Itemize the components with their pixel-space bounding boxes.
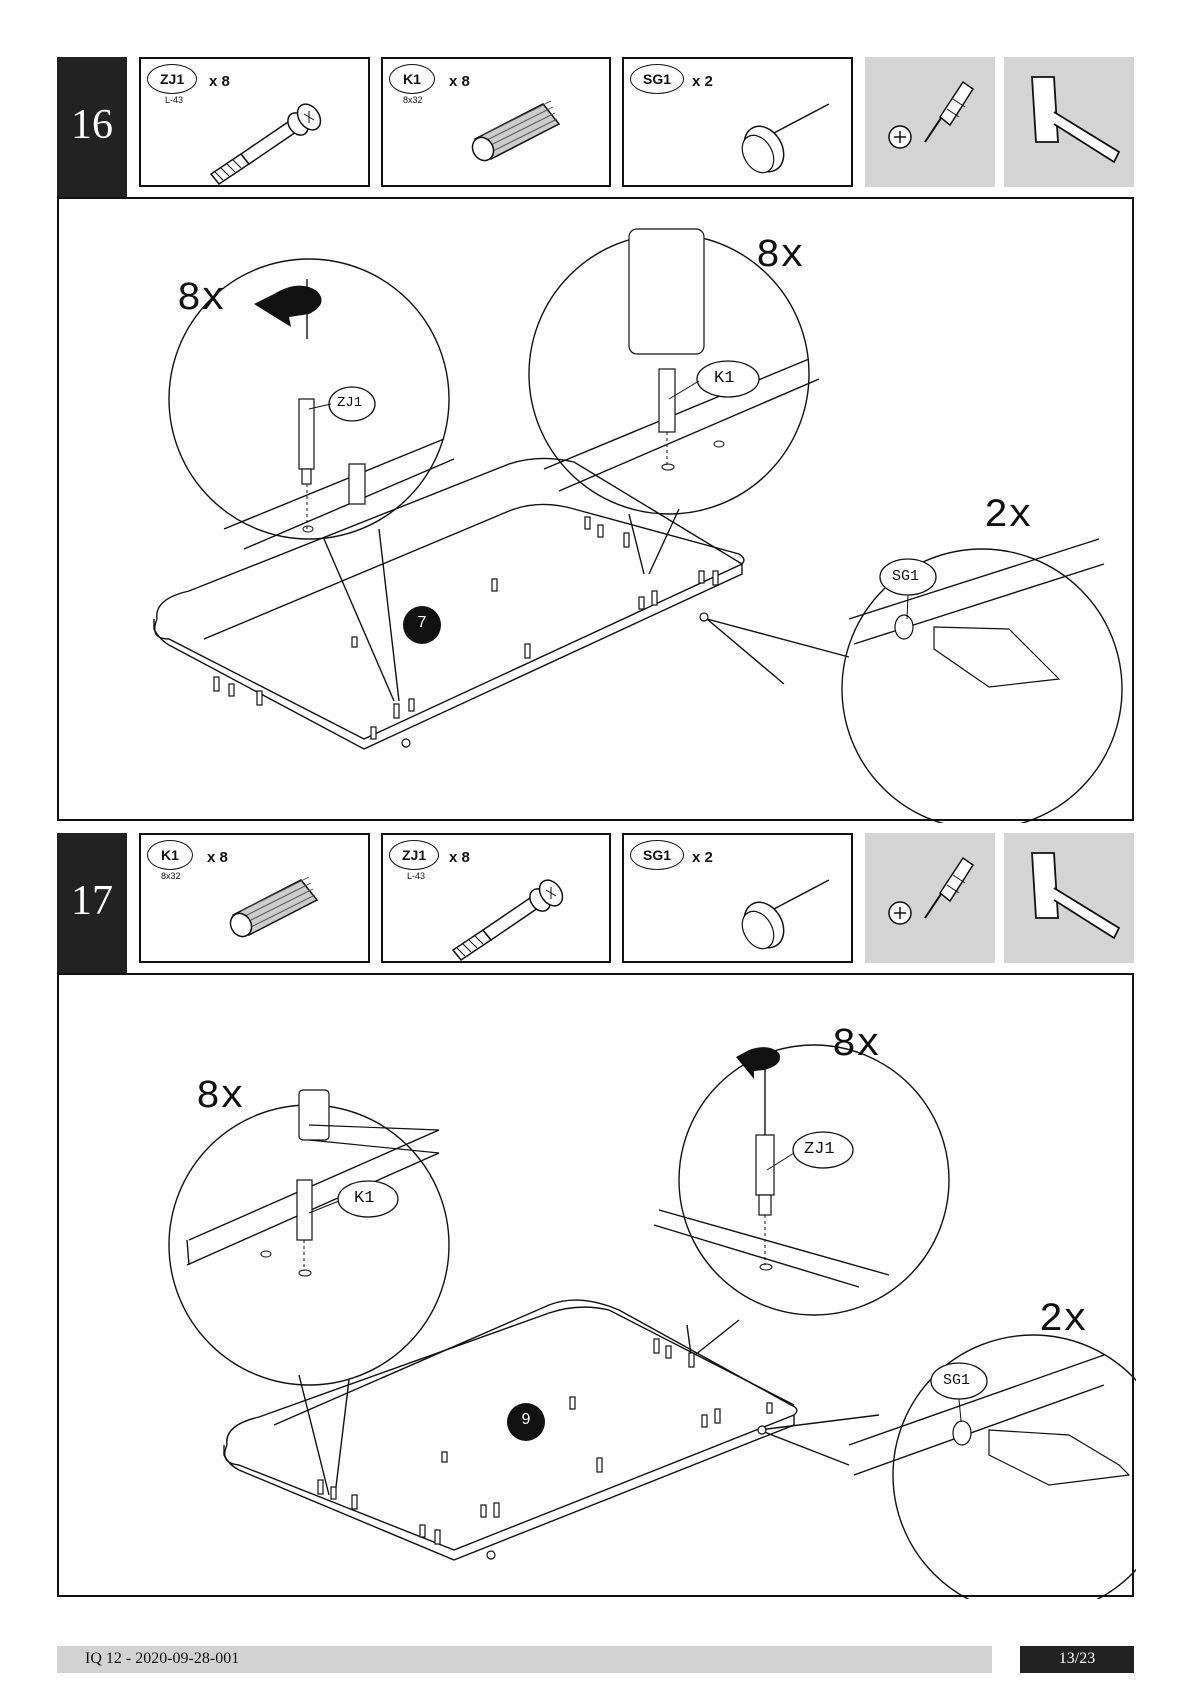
part-size: 8x32 xyxy=(403,95,423,105)
step-number-badge: 17 xyxy=(57,833,127,973)
nail-glide-icon xyxy=(734,870,844,960)
page-number: 13/23 xyxy=(1020,1650,1134,1668)
callout-count: 8x xyxy=(196,1075,244,1120)
footer-page-number: 13/23 xyxy=(1020,1646,1134,1673)
callout-label: SG1 xyxy=(892,568,919,585)
part-quantity: x 8 xyxy=(209,73,230,90)
panel-number: 7 xyxy=(403,614,441,632)
part-box-k1: K1 8x32 x 8 xyxy=(381,57,611,187)
part-box-sg1: SG1 x 2 xyxy=(622,57,853,187)
step-16-illustration: 7 8x ZJ1 8x K1 2x SG1 xyxy=(57,197,1134,821)
part-code: K1 xyxy=(147,840,193,870)
hammer-icon xyxy=(1024,848,1124,948)
cam-bolt-icon xyxy=(443,870,593,965)
tool-box-screwdriver xyxy=(865,833,995,963)
part-code: ZJ1 xyxy=(389,840,439,870)
part-size: 8x32 xyxy=(161,871,181,881)
part-size: L-43 xyxy=(165,95,183,105)
panel-number: 9 xyxy=(507,1411,545,1429)
part-box-zj1: ZJ1 L-43 x 8 xyxy=(381,833,611,963)
part-quantity: x 2 xyxy=(692,849,713,866)
callout-count: 8x xyxy=(756,234,804,279)
part-box-k1: K1 8x32 x 8 xyxy=(139,833,370,963)
part-code: K1 xyxy=(389,64,435,94)
dowel-icon xyxy=(221,865,331,945)
tool-box-screwdriver xyxy=(865,57,995,187)
tool-box-hammer xyxy=(1004,833,1134,963)
document-id: IQ 12 - 2020-09-28-001 xyxy=(85,1650,239,1668)
part-quantity: x 8 xyxy=(207,849,228,866)
callout-count: 2x xyxy=(1039,1298,1087,1343)
footer-document-id: IQ 12 - 2020-09-28-001 xyxy=(57,1646,992,1673)
callout-count: 8x xyxy=(832,1023,880,1068)
part-box-zj1: ZJ1 L-43 x 8 xyxy=(139,57,370,187)
callout-label: K1 xyxy=(714,369,734,388)
callout-label: ZJ1 xyxy=(804,1140,835,1159)
part-code: SG1 xyxy=(630,64,684,94)
step-number-badge: 16 xyxy=(57,57,127,197)
callout-label: ZJ1 xyxy=(337,395,362,411)
tool-box-hammer xyxy=(1004,57,1134,187)
part-size: L-43 xyxy=(407,871,425,881)
nail-glide-icon xyxy=(734,94,844,184)
part-box-sg1: SG1 x 2 xyxy=(622,833,853,963)
dowel-icon xyxy=(463,89,573,169)
hammer-icon xyxy=(1024,72,1124,172)
screwdriver-icon xyxy=(885,853,980,943)
callout-label: SG1 xyxy=(943,1372,970,1389)
callout-count: 2x xyxy=(984,494,1032,539)
assembly-drawing xyxy=(59,975,1136,1599)
step-number: 16 xyxy=(57,101,127,149)
cam-bolt-icon xyxy=(201,94,351,189)
part-quantity: x 2 xyxy=(692,73,713,90)
callout-label: K1 xyxy=(354,1189,374,1208)
part-quantity: x 8 xyxy=(449,73,470,90)
part-quantity: x 8 xyxy=(449,849,470,866)
part-code: SG1 xyxy=(630,840,684,870)
step-number: 17 xyxy=(57,877,127,925)
screwdriver-icon xyxy=(885,77,980,167)
part-code: ZJ1 xyxy=(147,64,197,94)
step-17-illustration: 9 8x K1 8x ZJ1 2x SG1 xyxy=(57,973,1134,1597)
callout-count: 8x xyxy=(177,277,225,322)
